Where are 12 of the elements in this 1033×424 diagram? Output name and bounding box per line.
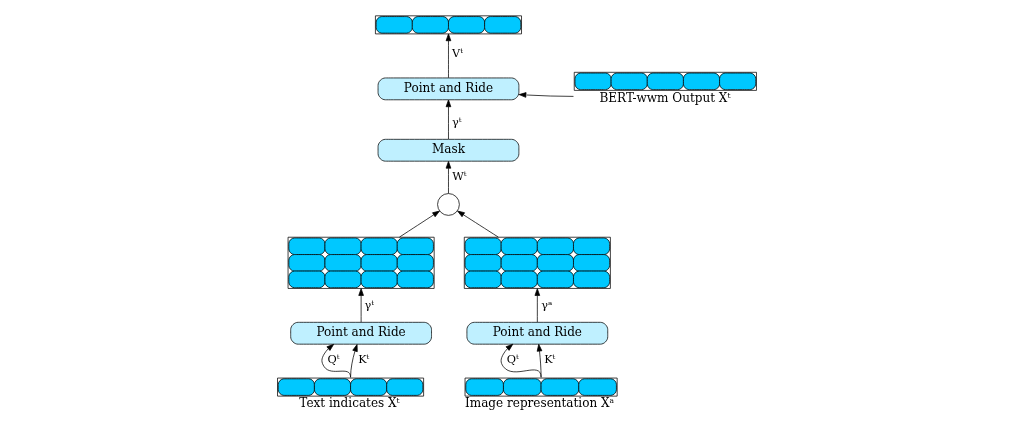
edge-label: γᵗ xyxy=(451,115,462,129)
edge-label: Vᵗ xyxy=(451,47,463,61)
edge-label: Kᵗ xyxy=(357,352,369,366)
node-label: Text indicates Xᵗ xyxy=(298,396,400,411)
edge-label: γᵗ xyxy=(364,298,374,312)
edge-label: γᵃ xyxy=(540,298,552,312)
node-label: BERT-wwm Output Xᵗ xyxy=(598,90,730,105)
edge-label: Kᵗ xyxy=(543,352,555,366)
edge-label: Qᵗ xyxy=(327,352,340,366)
edge-label: Wᵗ xyxy=(451,169,467,183)
edge-label: Qᵗ xyxy=(506,352,519,366)
node-label: Image representation Xᵃ xyxy=(464,396,614,411)
